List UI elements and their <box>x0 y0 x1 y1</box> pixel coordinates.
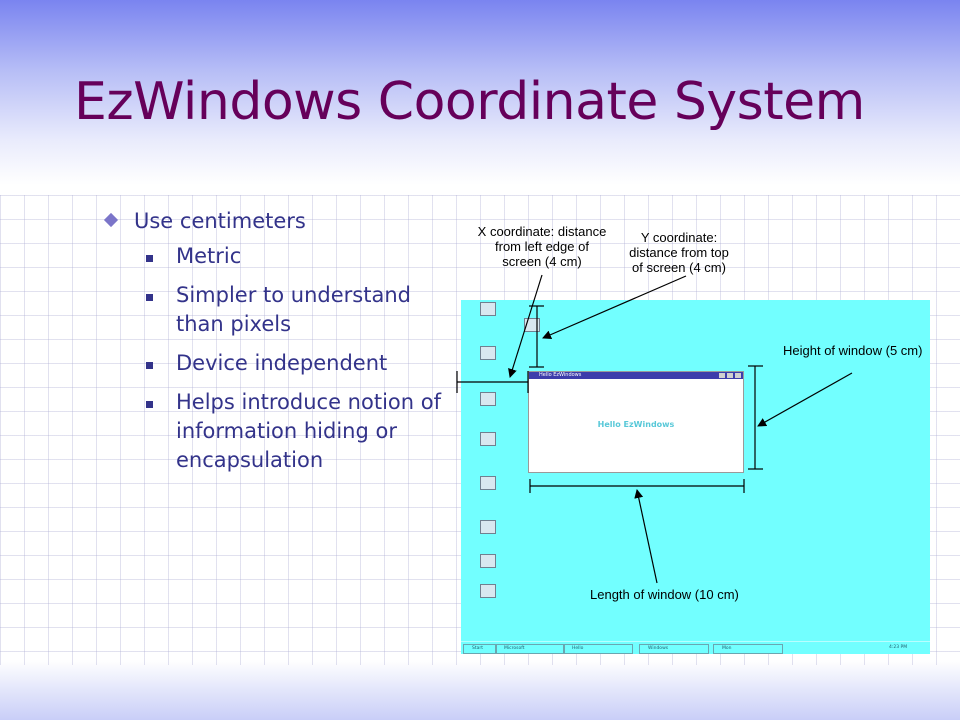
taskbar-item: Hello <box>563 644 633 654</box>
bullet-main: Use centimeters <box>103 206 454 236</box>
network-icon <box>480 346 496 360</box>
square-bullet-icon <box>146 255 153 262</box>
desktop-icon <box>463 476 513 492</box>
computer-icon <box>480 302 496 316</box>
window-title: Hello EzWindows <box>539 372 582 378</box>
desktop-icon <box>463 302 513 318</box>
folder-icon <box>480 476 496 490</box>
window-titlebar: Hello EzWindows <box>529 372 743 379</box>
desktop-icon <box>463 392 513 408</box>
desktop-icon <box>463 520 513 536</box>
taskbar-clock: 4:23 PM <box>889 645 908 650</box>
square-bullet-icon <box>146 362 153 369</box>
sub-bullet-text: Helps introduce notion of information hi… <box>176 390 441 472</box>
sub-bullet: Helps introduce notion of information hi… <box>146 388 454 475</box>
sub-bullet-list: Metric Simpler to understand than pixels… <box>104 242 454 475</box>
x-coordinate-label: X coordinate: distance from left edge of… <box>477 224 607 269</box>
sub-bullet: Device independent <box>146 349 454 378</box>
desktop-icon <box>463 432 513 448</box>
x-coordinate-arrow <box>508 274 543 378</box>
square-bullet-icon <box>146 401 153 408</box>
start-button: Start <box>463 644 497 654</box>
sub-bullet-text: Metric <box>176 244 242 268</box>
screen-image: Hello EzWindows Hello EzWindows Start Mi… <box>461 300 930 654</box>
sub-bullet-text: Device independent <box>176 351 388 375</box>
length-label: Length of window (10 cm) <box>590 587 739 602</box>
taskbar-item: Windows <box>639 644 709 654</box>
inbox-icon <box>480 432 496 446</box>
height-arrow <box>757 372 853 427</box>
recycle-bin-icon <box>480 392 496 406</box>
taskbar-item: Mon <box>713 644 783 654</box>
minimize-icon <box>719 373 725 378</box>
desktop-icon <box>463 554 513 570</box>
close-icon <box>735 373 741 378</box>
y-coordinate-arrow <box>542 275 687 339</box>
briefcase-icon <box>480 520 496 534</box>
length-arrow <box>634 489 658 584</box>
height-label: Height of window (5 cm) <box>783 343 923 358</box>
bullet-list: Use centimeters Metric Simpler to unders… <box>103 206 454 485</box>
y-coordinate-label: Y coordinate: distance from top of scree… <box>629 230 729 275</box>
maximize-icon <box>727 373 733 378</box>
taskbar-item: Microsoft <box>495 644 565 654</box>
slide-title: EzWindows Coordinate System <box>74 72 865 132</box>
hello-window: Hello EzWindows Hello EzWindows <box>528 371 744 473</box>
window-content: Hello EzWindows <box>597 420 675 429</box>
taskbar: Start Microsoft Hello Windows Mon 4:23 P… <box>461 641 930 654</box>
program-icon <box>480 554 496 568</box>
square-bullet-icon <box>146 294 153 301</box>
sub-bullet: Metric <box>146 242 454 271</box>
sub-bullet: Simpler to understand than pixels <box>146 281 454 339</box>
program-icon <box>480 584 496 598</box>
desktop-icon <box>463 346 513 362</box>
bullet-main-text: Use centimeters <box>134 209 306 233</box>
sub-bullet-text: Simpler to understand than pixels <box>176 283 411 336</box>
desktop-icon <box>463 584 513 600</box>
